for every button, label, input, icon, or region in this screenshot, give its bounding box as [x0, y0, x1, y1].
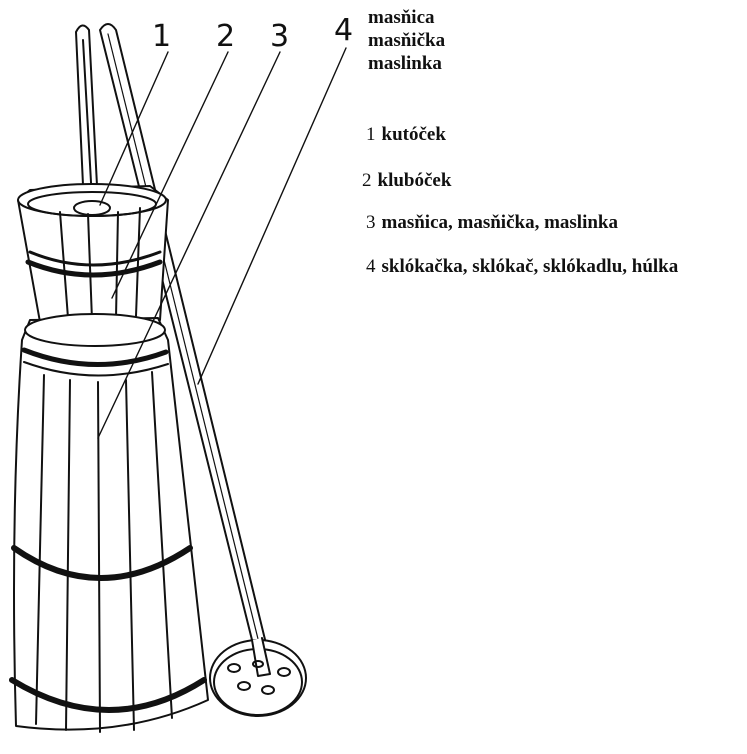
legend-number: 4: [366, 256, 376, 277]
title-line: maslinka: [368, 52, 445, 75]
callout-number-4: 4: [334, 16, 353, 46]
dasher-stick: [76, 25, 98, 207]
churn-body: [12, 314, 208, 732]
legend-item-3: 3 masňica, masňička, maslinka: [366, 212, 618, 234]
title-line: masňička: [368, 29, 445, 52]
legend-number: 1: [366, 124, 376, 145]
legend-text: kutóček: [382, 124, 446, 145]
legend-text: klubóček: [378, 170, 452, 191]
legend-text: masňica, masňička, maslinka: [382, 212, 618, 233]
legend-item-1: 1 kutóček: [366, 124, 446, 146]
legend-number: 3: [366, 212, 376, 233]
legend-item-2: 2 klubóček: [362, 170, 451, 192]
legend-item-4: 4 sklókačka, sklókač, sklókadlu, húlka: [366, 256, 678, 278]
legend-number: 2: [362, 170, 372, 191]
churn-name-block: masňica masňička maslinka: [368, 6, 445, 75]
callout-number-3: 3: [270, 22, 289, 52]
callout-number-2: 2: [216, 22, 235, 52]
legend-text: sklókačka, sklókač, sklókadlu, húlka: [382, 256, 679, 277]
title-line: masňica: [368, 6, 445, 29]
callout-number-1: 1: [152, 22, 171, 52]
churn-lid-cup: [18, 184, 168, 322]
plunger-disc: [210, 638, 306, 716]
